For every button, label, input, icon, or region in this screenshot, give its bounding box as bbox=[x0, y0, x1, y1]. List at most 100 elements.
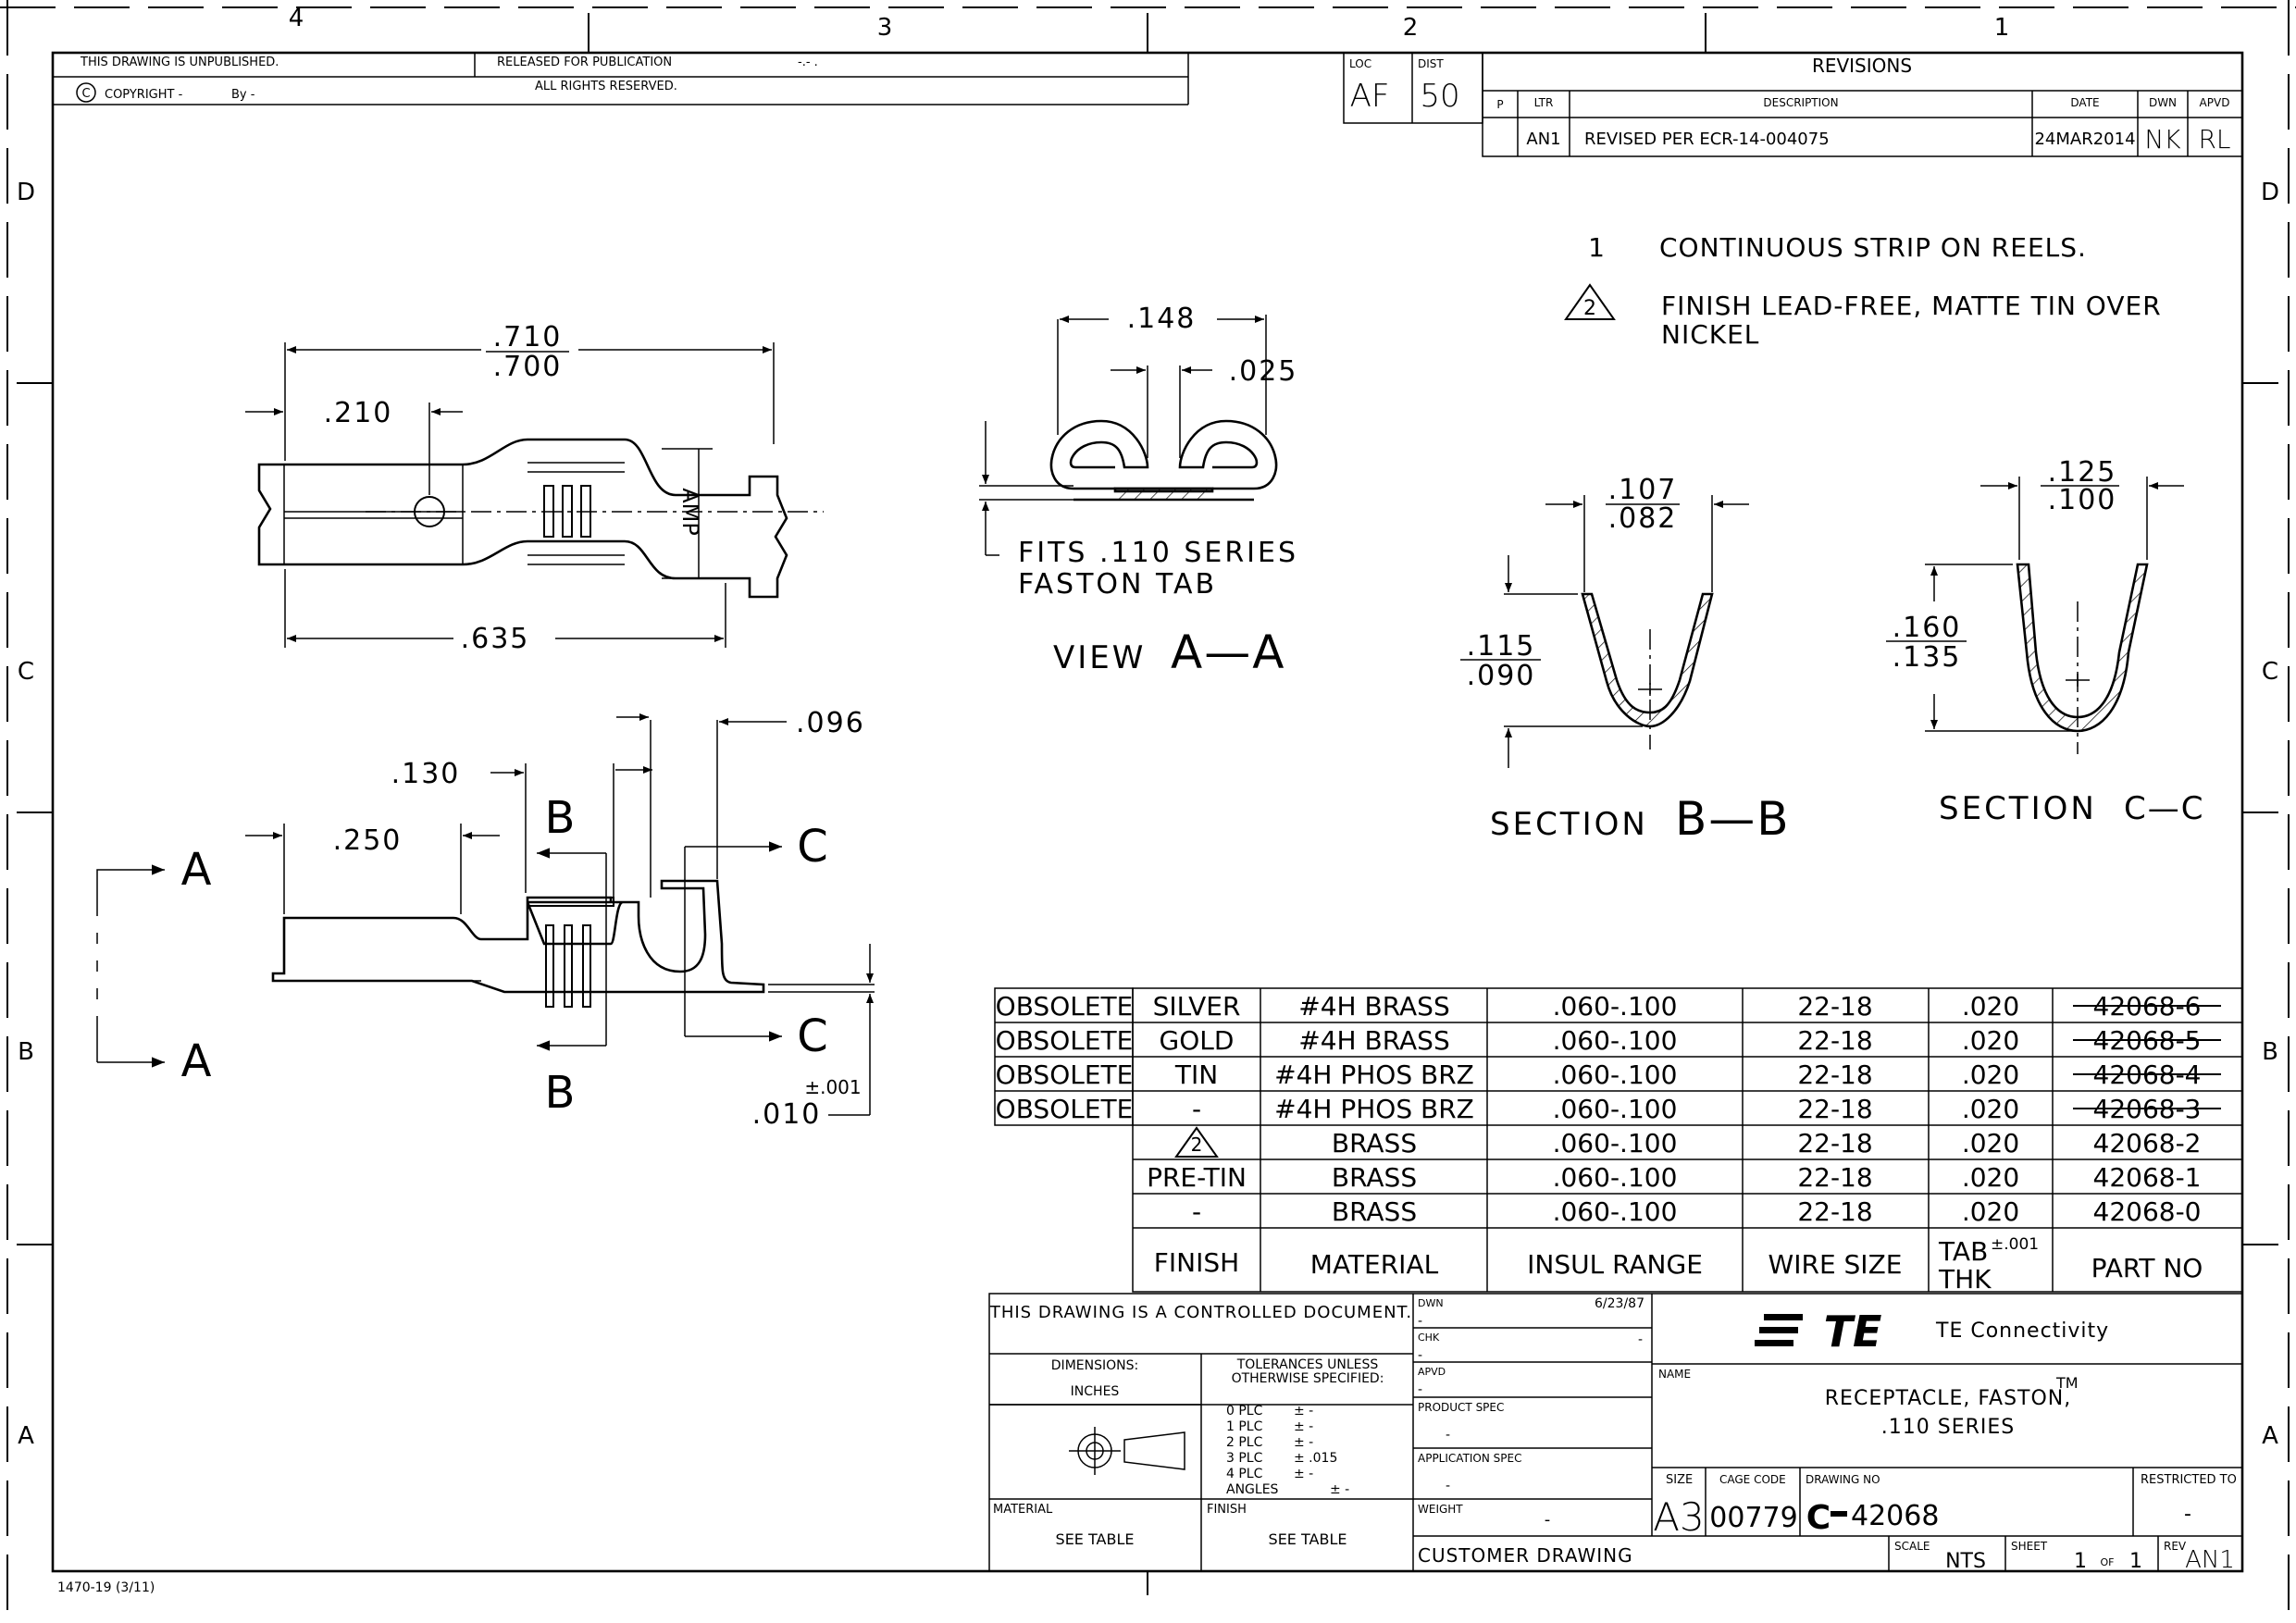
chk-value: - bbox=[1418, 1348, 1422, 1363]
parts-row-tab: .020 bbox=[1962, 1094, 2019, 1124]
parts-row-insul: .060-.100 bbox=[1553, 1094, 1678, 1124]
zone-right-b: B bbox=[2262, 1038, 2278, 1066]
note-2-number: 2 bbox=[1583, 297, 1596, 320]
chk-label: CHK bbox=[1418, 1332, 1440, 1344]
restricted-label: RESTRICTED TO bbox=[2141, 1473, 2237, 1487]
parts-row-wire: 22-18 bbox=[1797, 991, 1872, 1022]
unpublished-text: THIS DRAWING IS UNPUBLISHED. bbox=[80, 56, 279, 69]
apvd-value: - bbox=[1418, 1382, 1422, 1397]
drawing-no-prefix: C bbox=[1806, 1499, 1831, 1537]
fits-line1: FITS .110 SERIES bbox=[1018, 537, 1298, 569]
publication-block: THIS DRAWING IS UNPUBLISHED. RELEASED FO… bbox=[53, 53, 1189, 105]
rev-header-dwn: DWN bbox=[2149, 96, 2177, 109]
view-aa: .148 .025 FITS .110 SERIES FASTON TAB VI… bbox=[979, 303, 1298, 679]
parts-row-material: #4H PHOS BRZ bbox=[1274, 1059, 1474, 1090]
rev-header-p: P bbox=[1496, 98, 1503, 111]
parts-header-finish: FINISH bbox=[1154, 1247, 1239, 1278]
section-marker-c-top: C bbox=[797, 821, 828, 873]
rights-text: ALL RIGHTS RESERVED. bbox=[535, 80, 677, 93]
product-spec-label: PRODUCT SPEC bbox=[1418, 1401, 1504, 1414]
dim-overall-bottom: .700 bbox=[493, 351, 563, 383]
tol-2-label: 2 PLC bbox=[1226, 1435, 1263, 1450]
te-logo-icon bbox=[1755, 1314, 1803, 1346]
rev-date: 24MAR2014 bbox=[2034, 130, 2135, 149]
chk-right: - bbox=[1638, 1332, 1643, 1347]
zone-labels: 4 3 2 1 D C B A D C B A bbox=[17, 5, 2279, 1450]
dim-cc-height-top: .160 bbox=[1893, 612, 1962, 644]
sheet-of: OF bbox=[2101, 1556, 2115, 1568]
parts-row-part: 42068-0 bbox=[2093, 1196, 2202, 1227]
customer-drawing: CUSTOMER DRAWING bbox=[1418, 1544, 1633, 1567]
section-marker-b-bottom: B bbox=[545, 1067, 576, 1119]
zone-right-c: C bbox=[2262, 658, 2278, 686]
section-marker-a-bottom: A bbox=[181, 1035, 212, 1087]
loc-value: AF bbox=[1350, 78, 1390, 115]
parts-row-part: 42068-2 bbox=[2093, 1128, 2202, 1158]
material-value: SEE TABLE bbox=[1056, 1530, 1135, 1548]
tolerances-heading-line1: TOLERANCES UNLESS bbox=[1236, 1357, 1379, 1372]
drawing-name-line1: RECEPTACLE, FASTON, bbox=[1825, 1387, 2071, 1410]
zone-left-c: C bbox=[18, 658, 34, 686]
parts-row-insul: .060-.100 bbox=[1553, 1025, 1678, 1056]
parts-row-tab: .020 bbox=[1962, 1196, 2019, 1227]
parts-row-material: BRASS bbox=[1332, 1196, 1417, 1227]
title-block: THIS DRAWING IS A CONTROLLED DOCUMENT. D… bbox=[988, 1293, 2243, 1574]
parts-row-tab: .020 bbox=[1962, 1059, 2019, 1090]
tol-4-value: ± - bbox=[1294, 1467, 1313, 1481]
parts-header-part-no: PART NO bbox=[2091, 1253, 2203, 1283]
note-2-flag-icon bbox=[1564, 283, 1616, 320]
dim-bb-height-bottom: .090 bbox=[1467, 660, 1536, 692]
drawing-no-value: 42068 bbox=[1851, 1500, 1939, 1532]
tol-4-label: 4 PLC bbox=[1226, 1467, 1263, 1481]
tol-2-value: ± - bbox=[1294, 1435, 1313, 1450]
dist-label: DIST bbox=[1418, 57, 1444, 70]
parts-row-material: BRASS bbox=[1332, 1162, 1417, 1193]
rev-description: REVISED PER ECR-14-004075 bbox=[1584, 130, 1830, 149]
parts-row-finish: - bbox=[1192, 1196, 1201, 1227]
angles-value: ± - bbox=[1330, 1482, 1349, 1497]
parts-row-tab: .020 bbox=[1962, 1162, 2019, 1193]
parts-row-insul: .060-.100 bbox=[1553, 1059, 1678, 1090]
application-spec-label: APPLICATION SPEC bbox=[1418, 1452, 1521, 1465]
copyright-symbol: C bbox=[81, 87, 90, 101]
parts-header-wire-size: WIRE SIZE bbox=[1769, 1249, 1903, 1280]
parts-table: FINISH MATERIAL INSUL RANGE WIRE SIZE TA… bbox=[994, 987, 2243, 1295]
dim-width-148: .148 bbox=[1127, 303, 1197, 335]
revisions-title: REVISIONS bbox=[1812, 55, 1912, 77]
size-label: SIZE bbox=[1666, 1473, 1693, 1487]
copyright-icon bbox=[76, 82, 96, 103]
dwn-date: 6/23/87 bbox=[1595, 1296, 1644, 1311]
parts-row-tab: .020 bbox=[1962, 1128, 2019, 1158]
parts-row-material: #4H BRASS bbox=[1298, 1025, 1449, 1056]
section-bb: .107 .082 .115 .090 SECTION B—B bbox=[1460, 474, 1789, 846]
controlled-document: THIS DRAWING IS A CONTROLLED DOCUMENT. bbox=[989, 1303, 1412, 1322]
parts-row-wire: 22-18 bbox=[1797, 1059, 1872, 1090]
section-cc: .125 .100 .160 .135 SECTION C—C bbox=[1886, 456, 2203, 827]
dim-length: .635 bbox=[461, 623, 530, 655]
drawing-name-line2: .110 SERIES bbox=[1881, 1416, 2015, 1439]
section-marker-b-top: B bbox=[545, 792, 576, 844]
parts-row-status: OBSOLETE bbox=[996, 991, 1134, 1022]
rev-header-ltr: LTR bbox=[1534, 96, 1554, 109]
revisions-table: REVISIONS P LTR DESCRIPTION DATE DWN APV… bbox=[1482, 52, 2243, 157]
parts-row-wire: 22-18 bbox=[1797, 1128, 1872, 1158]
dwn-value: - bbox=[1418, 1314, 1422, 1329]
parts-row-wire: 22-18 bbox=[1797, 1196, 1872, 1227]
parts-row-wire: 22-18 bbox=[1797, 1094, 1872, 1124]
notes-block: 1 CONTINUOUS STRIP ON REELS. 2 FINISH LE… bbox=[1564, 232, 2161, 350]
third-angle-projection-icon bbox=[1069, 1427, 1185, 1475]
rev-header-date: DATE bbox=[2070, 96, 2099, 109]
sheet-label: SHEET bbox=[2011, 1540, 2048, 1553]
zone-top-1: 1 bbox=[1994, 14, 2010, 42]
tolerances-heading-line2: OTHERWISE SPECIFIED: bbox=[1232, 1371, 1384, 1386]
rev-value: AN1 bbox=[2185, 1546, 2235, 1574]
parts-row-finish: - bbox=[1192, 1094, 1201, 1124]
parts-row-status: OBSOLETE bbox=[996, 1025, 1134, 1056]
section-marker-c-bottom: C bbox=[797, 1010, 828, 1062]
parts-row-material: #4H BRASS bbox=[1298, 991, 1449, 1022]
parts-row-status: OBSOLETE bbox=[996, 1094, 1134, 1124]
company-name: TE Connectivity bbox=[1935, 1319, 2109, 1343]
dim-bb-bottom: .082 bbox=[1608, 502, 1678, 535]
rev-header-apvd: APVD bbox=[2200, 96, 2230, 109]
